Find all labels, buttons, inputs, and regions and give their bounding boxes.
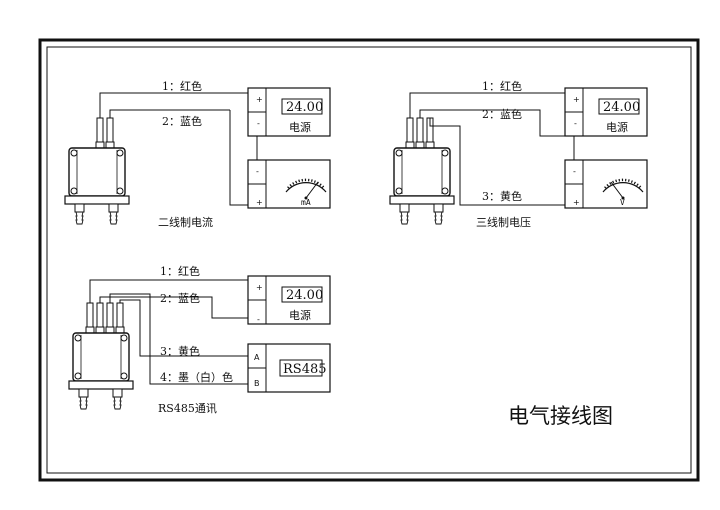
terminal-a: A: [254, 353, 260, 362]
wire-label: 2：蓝色: [160, 291, 200, 305]
terminal-minus: -: [256, 167, 259, 176]
terminal-plus: +: [573, 198, 580, 207]
wire-label: 3：黄色: [160, 344, 200, 358]
terminal-minus: -: [573, 167, 576, 176]
wire-label: 1：红色: [160, 264, 200, 278]
wire-label: 2：蓝色: [162, 114, 202, 128]
terminal-b: B: [254, 379, 260, 388]
terminal-plus: +: [256, 95, 263, 104]
diagram-caption: RS485通讯: [158, 402, 217, 415]
wire-label: 1：红色: [482, 79, 522, 93]
diagram-caption: 三线制电压: [476, 215, 531, 229]
terminal-plus: +: [256, 283, 263, 292]
inner-frame: [46, 46, 692, 474]
diagram-3wire-voltage: 1：红色 2：蓝色 3：黄色 24.00 电源 + - V - + 三线制电压: [389, 79, 648, 229]
power-display: 24.00: [286, 288, 323, 303]
meter-unit: V: [620, 198, 625, 207]
transmitter-body: [64, 147, 130, 225]
terminal-minus: -: [574, 119, 577, 128]
wire-label: 4：墨（白）色: [160, 370, 233, 384]
power-label: 电源: [289, 120, 311, 134]
power-label: 电源: [289, 308, 311, 322]
diagram-rs485: 1：红色 2：蓝色 3：黄色 4：墨（白）色 24.00 电源 + - RS48…: [68, 264, 331, 415]
power-display: 24.00: [286, 100, 323, 115]
outer-frame: [38, 38, 700, 482]
power-display: 24.00: [603, 100, 640, 115]
wire-label: 2：蓝色: [482, 107, 522, 121]
terminal-plus: +: [256, 198, 263, 207]
terminal-minus: -: [257, 315, 260, 324]
wire-label: 1：红色: [162, 79, 202, 93]
transmitter-body: [68, 332, 134, 410]
diagram-2wire-current: 1：红色 2：蓝色 24.00 电源 + - mA - + 二线制电流: [64, 79, 331, 229]
wire-label: 3：黄色: [482, 189, 522, 203]
meter-unit: mA: [301, 198, 311, 207]
terminal-plus: +: [573, 95, 580, 104]
power-label: 电源: [606, 120, 628, 134]
transmitter-body: [389, 147, 455, 225]
diagram-caption: 二线制电流: [158, 215, 213, 229]
terminal-minus: -: [257, 119, 260, 128]
diagram-title: 电气接线图: [508, 404, 613, 428]
comm-display: RS485: [283, 362, 327, 377]
